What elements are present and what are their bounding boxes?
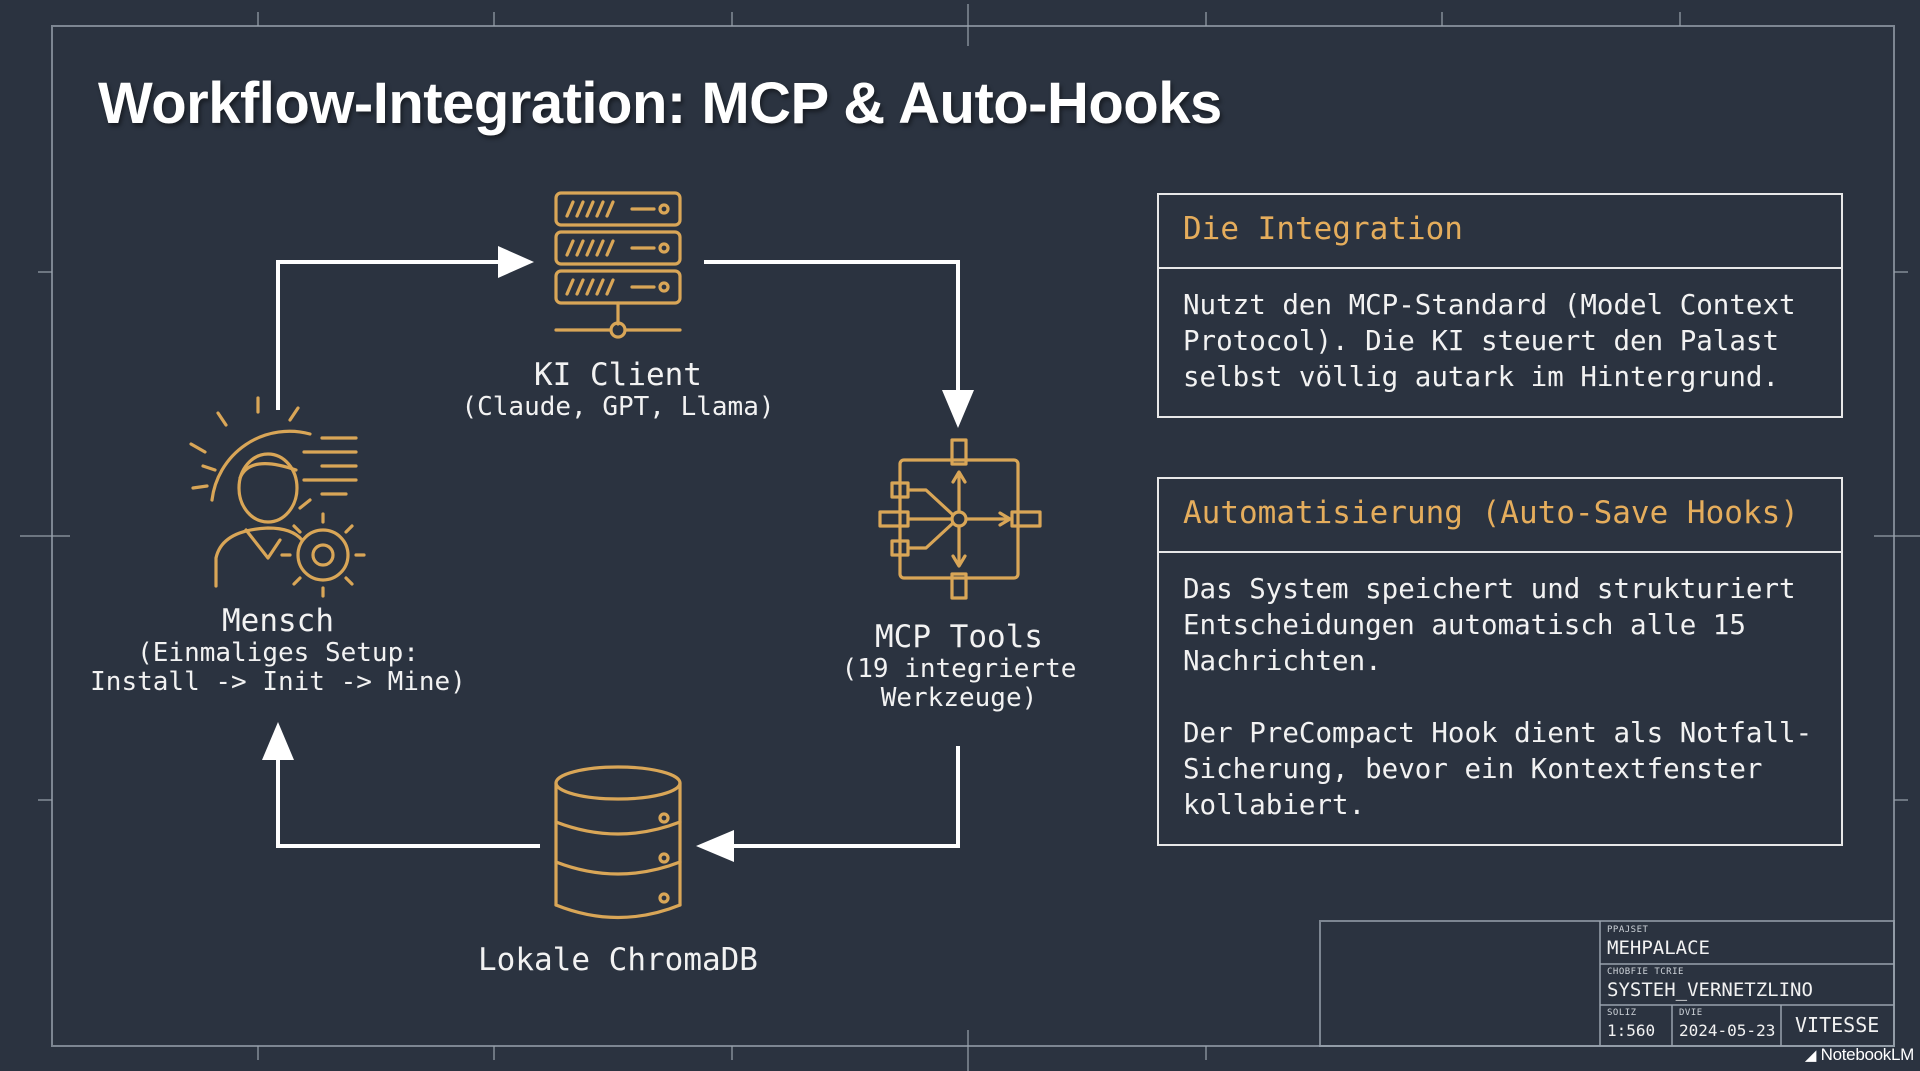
node-mensch-name: Mensch [222, 603, 334, 639]
panel-integration-header: Die Integration [1159, 195, 1841, 269]
node-mensch-sub: (Einmaliges Setup: Install -> Init -> Mi… [90, 637, 466, 697]
arrow-client-to-tools [704, 260, 960, 390]
arrow-tools-to-db [734, 746, 960, 848]
title-block-date-value: 2024-05-23 [1679, 1021, 1776, 1040]
node-mcp-tools-name: MCP Tools [875, 619, 1043, 655]
panel-automation: Automatisierung (Auto-Save Hooks) Das Sy… [1157, 477, 1843, 846]
node-mcp-tools-sub: (19 integrierte Werkzeuge) [841, 653, 1077, 713]
title-block-drawing-label: CHOBFIE TCRIE [1607, 967, 1684, 977]
notebooklm-brand: ◢ NotebookLM [1805, 1045, 1914, 1065]
server-rack-icon [554, 191, 682, 339]
panel-automation-body: Das System speichert und strukturiert En… [1159, 553, 1841, 841]
title-block-stamp: VITESSE [1795, 1013, 1880, 1037]
panel-automation-header: Automatisierung (Auto-Save Hooks) [1159, 479, 1841, 553]
node-mensch: Mensch (Einmaliges Setup: Install -> Ini… [70, 604, 486, 697]
arrowhead-to-tools [942, 390, 974, 428]
title-block-scale-label: SOLIZ [1607, 1008, 1637, 1018]
node-ki-client-sub: (Claude, GPT, Llama) [461, 391, 775, 422]
arrowhead-to-client [498, 246, 534, 278]
arrow-db-to-mensch [276, 760, 540, 848]
frame-ticks [20, 4, 1920, 1071]
node-mcp-tools: MCP Tools (19 integrierte Werkzeuge) [790, 620, 1128, 713]
panel-automation-para1: Das System speichert und strukturiert En… [1183, 573, 1796, 677]
notebooklm-brand-name: NotebookLM [1820, 1045, 1915, 1064]
arrowhead-to-mensch [262, 722, 294, 760]
panel-automation-para2: Der PreCompact Hook dient als Notfall-Si… [1183, 717, 1813, 821]
flow-connectors [262, 246, 974, 862]
database-icon [554, 765, 682, 920]
title-block-project-label: PPAJSET [1607, 925, 1649, 935]
slide-title: Workflow-Integration: MCP & Auto-Hooks [98, 71, 1222, 136]
node-ki-client: KI Client (Claude, GPT, Llama) [430, 358, 806, 422]
panel-integration-body: Nutzt den MCP-Standard (Model Context Pr… [1159, 269, 1841, 413]
arrowhead-to-db [696, 830, 734, 862]
title-block-scale-value: 1:560 [1607, 1021, 1656, 1040]
person-gears-icon [189, 396, 366, 598]
network-hub-icon [878, 438, 1042, 600]
title-block-drawing-value: SYSTEH_VERNETZLINO [1607, 979, 1813, 1001]
arrow-mensch-to-client [276, 260, 498, 410]
node-chromadb-name: Lokale ChromaDB [478, 942, 758, 978]
node-chromadb: Lokale ChromaDB [430, 943, 806, 978]
title-block-project-value: MEHPALACE [1607, 937, 1710, 959]
panel-integration-text: Nutzt den MCP-Standard (Model Context Pr… [1183, 289, 1796, 393]
node-ki-client-name: KI Client [534, 357, 702, 393]
title-block-date-label: DVIE [1679, 1008, 1703, 1018]
title-block [1319, 920, 1895, 1047]
panel-integration: Die Integration Nutzt den MCP-Standard (… [1157, 193, 1843, 418]
notebooklm-logo-icon: ◢ [1804, 1047, 1817, 1064]
